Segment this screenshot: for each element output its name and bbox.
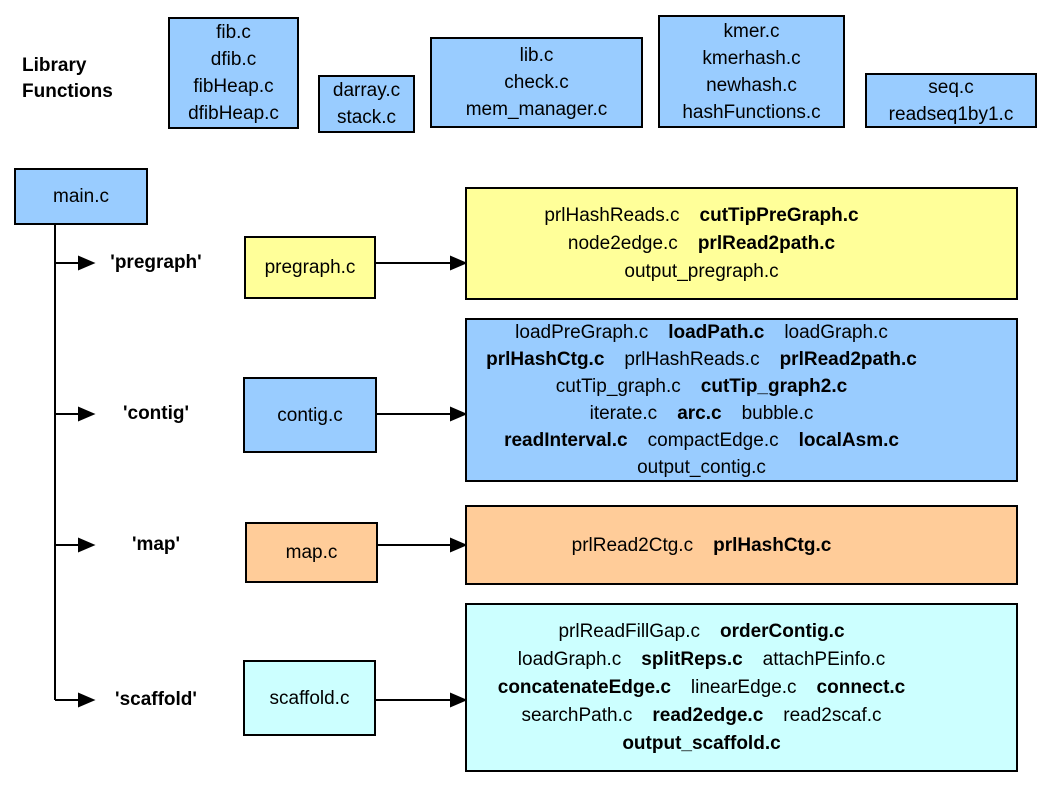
file-list-line: readInterval.c compactEdge.c localAsm.c xyxy=(467,427,936,454)
connector-arrowhead-contig xyxy=(450,406,468,422)
file-name: stack.c xyxy=(336,107,397,128)
file-list-line: output_scaffold.c xyxy=(467,730,936,758)
file-name: cutTip_graph2.c xyxy=(700,376,848,397)
connector-arrowhead-scaffold xyxy=(450,692,468,708)
branch-label-scaffold: 'scaffold' xyxy=(115,689,197,710)
file-name: connect.c xyxy=(816,676,906,698)
file-list-line: searchPath.c read2edge.c read2scaf.c xyxy=(467,702,936,730)
file-list-line: loadGraph.c splitReps.c attachPEinfo.c xyxy=(467,646,936,674)
file-name: prlRead2path.c xyxy=(697,232,836,254)
file-name: prlHashReads.c xyxy=(544,204,680,226)
file-name: kmerhash.c xyxy=(702,47,801,69)
library-box-seq: seq.c readseq1by1.c xyxy=(865,73,1037,128)
file-name: output_contig.c xyxy=(637,457,766,478)
file-list-box-contig: loadPreGraph.c loadPath.c loadGraph.c prlHa… xyxy=(465,318,1018,482)
library-box-darray: darray.c stack.c xyxy=(318,75,415,133)
file-list-line: cutTip_graph.c cutTip_graph2.c xyxy=(467,373,936,400)
file-name: loadPreGraph.c xyxy=(515,322,649,343)
file-list-line: prlReadFillGap.c orderContig.c xyxy=(467,618,936,646)
file-name: cutTipPreGraph.c xyxy=(699,204,859,226)
file-name: fibHeap.c xyxy=(193,76,274,97)
library-functions-heading: Library Functions xyxy=(22,55,113,102)
file-name: node2edge.c xyxy=(567,232,678,254)
file-name: compactEdge.c xyxy=(647,430,779,451)
file-name: bubble.c xyxy=(741,403,814,424)
file-name: darray.c xyxy=(332,80,401,101)
branch-label-pregraph: 'pregraph' xyxy=(110,252,202,273)
file-name: output_pregraph.c xyxy=(624,260,779,282)
file-name: read2edge.c xyxy=(652,704,764,726)
module-box-contig-c: contig.c xyxy=(243,377,377,453)
file-name: prlHashReads.c xyxy=(624,349,760,370)
file-name: loadPath.c xyxy=(668,322,765,343)
file-name: newhash.c xyxy=(706,74,797,96)
library-box-fib: fib.c dfib.c fibHeap.c dfibHeap.c xyxy=(168,17,299,129)
branch-arrowhead-contig xyxy=(78,406,96,422)
file-name: dfib.c xyxy=(210,49,257,70)
branch-arrowhead-pregraph xyxy=(78,255,96,271)
connector-arrowhead-map xyxy=(450,537,468,553)
file-name: prlRead2Ctg.c xyxy=(571,534,694,556)
file-name: iterate.c xyxy=(589,403,658,424)
file-name: readInterval.c xyxy=(504,430,628,451)
file-name: prlHashCtg.c xyxy=(713,534,832,556)
file-name: hashFunctions.c xyxy=(682,101,821,123)
library-box-lib: lib.c check.c mem_manager.c xyxy=(430,37,643,128)
file-list-line: iterate.c arc.c bubble.c xyxy=(467,400,936,427)
file-name: cutTip_graph.c xyxy=(555,376,681,397)
file-list-box-map: prlRead2Ctg.c prlHashCtg.c xyxy=(465,505,1018,585)
file-list-line: prlHashCtg.c prlHashReads.c prlRead2path.c xyxy=(467,346,936,373)
file-name: arc.c xyxy=(677,403,722,424)
file-name: read2scaf.c xyxy=(783,704,882,726)
file-name: lib.c xyxy=(519,45,554,66)
file-name: localAsm.c xyxy=(798,430,899,451)
file-name: orderContig.c xyxy=(719,620,845,642)
branch-label-contig: 'contig' xyxy=(122,403,190,424)
library-box-kmer: kmer.c kmerhash.c newhash.c hashFunctions.c xyxy=(658,15,845,128)
file-name: output_scaffold.c xyxy=(622,732,781,754)
branch-label-map: 'map' xyxy=(131,534,181,555)
file-name: loadGraph.c xyxy=(784,322,888,343)
connector-arrowhead-pregraph xyxy=(450,255,468,271)
file-list-line: concatenateEdge.c linearEdge.c connect.c xyxy=(467,674,936,702)
file-name: linearEdge.c xyxy=(690,676,797,698)
file-name: readseq1by1.c xyxy=(888,103,1014,125)
module-box-map-c: map.c xyxy=(245,522,378,583)
file-name: prlHashCtg.c xyxy=(486,349,605,370)
file-name: fib.c xyxy=(216,22,251,43)
branch-arrowhead-map xyxy=(78,537,96,553)
file-list-line: output_pregraph.c xyxy=(467,258,936,286)
file-list-line: prlHashReads.c cutTipPreGraph.c xyxy=(467,202,936,230)
module-box-pregraph-c: pregraph.c xyxy=(244,236,376,299)
module-box-scaffold-c: scaffold.c xyxy=(243,660,376,736)
main-c-box: main.c xyxy=(14,168,148,225)
file-list-line: output_contig.c xyxy=(467,454,936,481)
file-name: attachPEinfo.c xyxy=(762,648,886,670)
file-name: kmer.c xyxy=(723,20,780,42)
file-name: prlRead2path.c xyxy=(779,349,917,370)
file-name: splitReps.c xyxy=(641,648,743,670)
file-name: check.c xyxy=(504,72,569,93)
file-name: dfibHeap.c xyxy=(188,103,279,124)
file-list-line: prlRead2Ctg.c prlHashCtg.c xyxy=(467,532,936,559)
file-list-box-pregraph: prlHashReads.c cutTipPreGraph.c node2edge.… xyxy=(465,187,1018,300)
file-list-box-scaffold: prlReadFillGap.c orderContig.c loadGraph.c… xyxy=(465,603,1018,772)
file-name: concatenateEdge.c xyxy=(497,676,671,698)
file-list-line: loadPreGraph.c loadPath.c loadGraph.c xyxy=(467,319,936,346)
file-list-line: node2edge.c prlRead2path.c xyxy=(467,230,936,258)
file-name: loadGraph.c xyxy=(517,648,622,670)
file-name: searchPath.c xyxy=(521,704,633,726)
file-name: mem_manager.c xyxy=(465,99,608,120)
file-name: prlReadFillGap.c xyxy=(558,620,700,642)
branch-arrowhead-scaffold xyxy=(78,692,96,708)
file-name: seq.c xyxy=(928,76,974,98)
